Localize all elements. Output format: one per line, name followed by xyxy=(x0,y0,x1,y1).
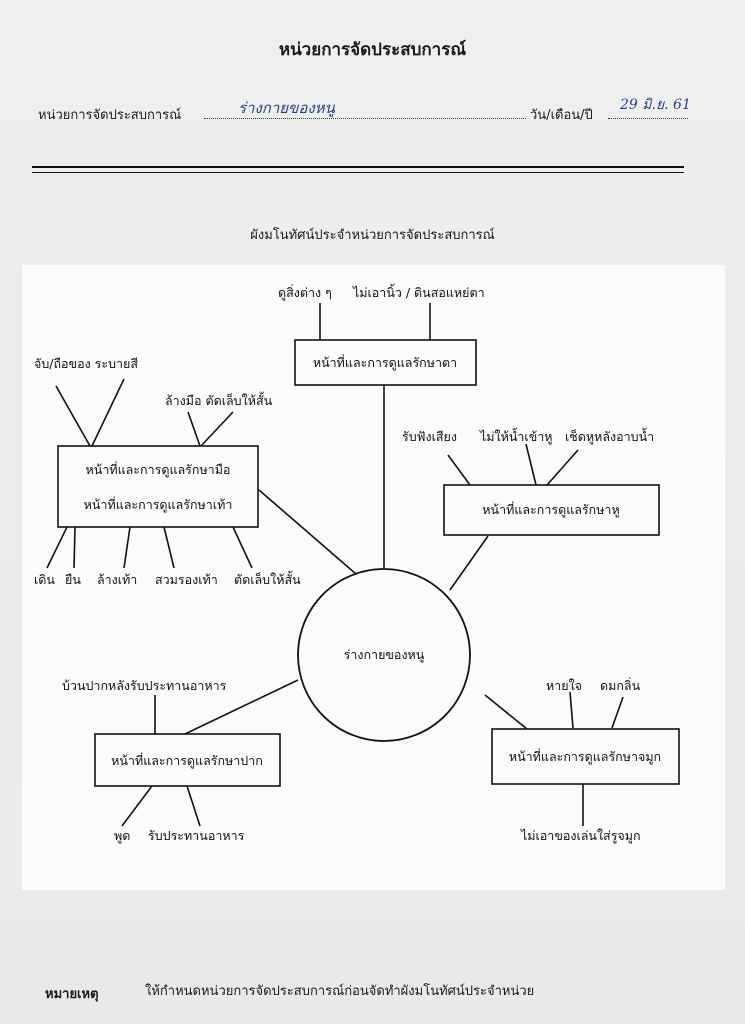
nose-box-label: หน้าที่และการดูแลรักษาจมูก xyxy=(509,748,661,765)
box-mouth xyxy=(94,733,281,787)
feet-item-wash: ล้างเท้า xyxy=(97,572,137,587)
hands-items-top-left: จับ/ถือของ ระบายสี xyxy=(34,356,138,371)
link-hands xyxy=(258,489,357,575)
diagram-title: ผังมโนทัศน์ประจำหน่วยการจัดประสบการณ์ xyxy=(250,228,495,243)
unit-label: หน่วยการจัดประสบการณ์ xyxy=(38,108,182,123)
feet-item-stand: ยืน xyxy=(65,572,81,587)
connector-lines xyxy=(46,303,624,827)
mouth-item-eat: รับประทานอาหาร xyxy=(148,828,245,843)
divider-thick xyxy=(32,166,684,168)
eyes-item-2: ไม่เอานิ้ว / ดินสอแหย่ตา xyxy=(352,283,485,300)
nose-item-breathe: หายใจ xyxy=(546,678,582,693)
box-eyes xyxy=(294,339,477,386)
mouth-box-label: หน้าที่และการดูแลรักษาปาก xyxy=(111,752,263,769)
box-ears xyxy=(443,484,660,536)
unit-dotted-line xyxy=(204,104,526,119)
unit-handwritten-value: ร่างกายของหนู xyxy=(238,99,335,117)
page-title: หน่วยการจัดประสบการณ์ xyxy=(278,40,467,60)
mouth-item-top: บ้วนปากหลังรับประทานอาหาร xyxy=(62,678,227,693)
date-dotted-line xyxy=(608,104,688,119)
feet-item-shoes: สวมรองเท้า xyxy=(155,572,218,587)
divider-thin xyxy=(32,172,684,173)
center-circle xyxy=(297,568,471,742)
ears-item-2: ไม่ให้น้ำเข้าหู xyxy=(479,427,553,445)
link-mouth xyxy=(184,679,299,735)
note-label: หมายเหตุ xyxy=(45,987,99,1002)
hands-box-label-1: หน้าที่และการดูแลรักษามือ xyxy=(86,461,231,478)
ears-item-1: รับฟังเสียง xyxy=(402,429,457,444)
nose-item-bottom: ไม่เอาของเล่นใส่รูจมูก xyxy=(520,828,641,844)
link-ears xyxy=(449,535,489,591)
mouth-item-speak: พูด xyxy=(114,828,130,844)
feet-item-walk: เดิน xyxy=(34,572,55,587)
ears-box-label: หน้าที่และการดูแลรักษาหู xyxy=(482,501,619,518)
feet-item-nails: ตัดเล็บให้สั้น xyxy=(234,570,301,587)
date-handwritten-value: 29 มิ.ย. 61 xyxy=(620,97,691,113)
hands-box-label-2: หน้าที่และการดูแลรักษาเท้า xyxy=(84,496,233,513)
eyes-item-1: ดูสิ่งต่าง ๆ xyxy=(278,284,332,301)
eyes-box-label: หน้าที่และการดูแลรักษาตา xyxy=(313,354,457,371)
center-label: ร่างกายของหนู xyxy=(344,647,425,663)
hands-items-top-right: ล้างมือ ตัดเล็บให้สั้น xyxy=(165,391,273,408)
box-hands-feet xyxy=(57,445,259,528)
box-nose xyxy=(491,728,680,785)
note-text: ให้กำหนดหน่วยการจัดประสบการณ์ก่อนจัดทำผั… xyxy=(145,984,535,999)
ears-item-3: เช็ดหูหลังอาบน้ำ xyxy=(565,427,654,445)
unit-date-line: หน่วยการจัดประสบการณ์ ร่างกายของหนู วัน/… xyxy=(30,97,691,124)
link-nose xyxy=(484,694,528,730)
nose-item-smell: ดมกลิ่น xyxy=(600,677,641,693)
date-label: วัน/เดือน/ปี xyxy=(530,108,593,123)
